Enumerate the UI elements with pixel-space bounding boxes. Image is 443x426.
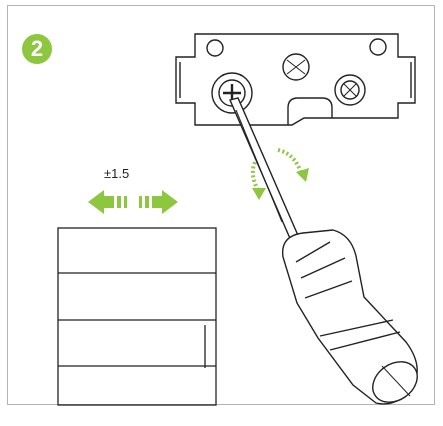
knurled-screw bbox=[282, 53, 310, 81]
rotation-arrowheads bbox=[252, 168, 309, 200]
double-arrow-icon bbox=[88, 190, 178, 214]
unit-outline bbox=[57, 227, 217, 406]
screwdriver-icon bbox=[229, 97, 418, 405]
mounting-hole bbox=[206, 39, 224, 57]
step-number-badge: 2 bbox=[22, 34, 52, 64]
hex-screw bbox=[334, 74, 366, 106]
tolerance-label: ±1.5 bbox=[104, 166, 130, 181]
stacked-units bbox=[57, 227, 217, 406]
mounting-hole bbox=[369, 38, 387, 56]
mounting-bracket bbox=[175, 33, 416, 126]
phillips-screw-icon bbox=[211, 72, 253, 114]
